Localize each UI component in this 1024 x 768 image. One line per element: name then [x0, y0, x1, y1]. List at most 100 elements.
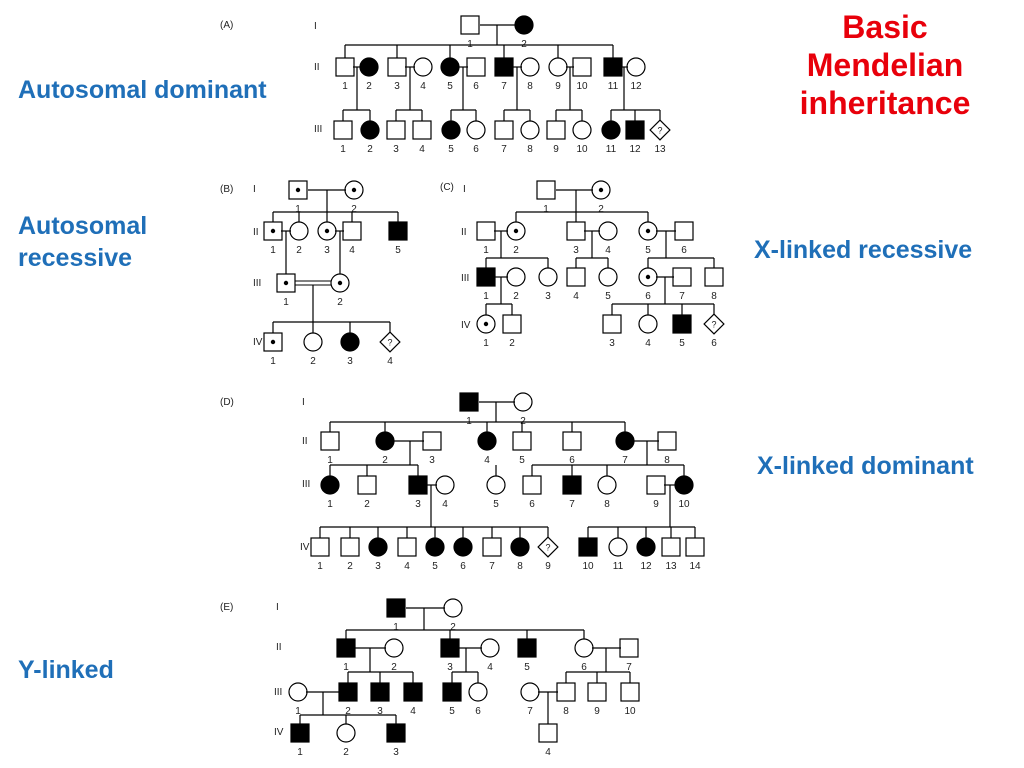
individual-number: 2 — [351, 204, 357, 215]
affected-male-symbol — [440, 638, 460, 658]
generation-label: III — [253, 278, 261, 289]
female-symbol — [572, 120, 592, 140]
female-symbol — [288, 682, 308, 702]
generation-label: III — [302, 479, 310, 490]
generation-label: IV — [253, 337, 263, 348]
female-symbol — [574, 638, 594, 658]
individual-number: 4 — [442, 499, 448, 510]
affected-male-symbol — [290, 723, 310, 743]
carrier-dot — [295, 187, 301, 193]
male-symbol — [556, 682, 576, 702]
male-symbol — [320, 431, 340, 451]
generation-label: II — [461, 227, 467, 238]
individual-number: 6 — [460, 561, 466, 572]
female-symbol — [289, 221, 309, 241]
generation-label: I — [276, 602, 279, 613]
individual-number: 1 — [327, 455, 333, 466]
affected-female-symbol — [340, 332, 360, 352]
individual-number: 3 — [447, 662, 453, 673]
unknown-sex-mark: ? — [711, 320, 716, 330]
unknown-sex-symbol — [537, 536, 559, 558]
affected-female-symbol — [477, 431, 497, 451]
label-y-linked: Y-linked — [18, 656, 114, 684]
individual-number: 3 — [393, 747, 399, 758]
individual-number: 8 — [517, 561, 523, 572]
individual-number: 5 — [519, 455, 525, 466]
individual-number: 1 — [340, 144, 346, 155]
individual-number: 9 — [545, 561, 551, 572]
individual-number: 3 — [545, 291, 551, 302]
male-symbol — [619, 638, 639, 658]
individual-number: 2 — [598, 204, 604, 215]
individual-number: 1 — [342, 81, 348, 92]
male-symbol — [538, 723, 558, 743]
carrier-dot — [598, 187, 604, 193]
male-symbol — [482, 537, 502, 557]
individual-number: 11 — [606, 144, 617, 155]
female-symbol — [520, 120, 540, 140]
individual-number: 4 — [410, 706, 416, 717]
affected-male-symbol — [672, 314, 692, 334]
individual-number: 7 — [622, 455, 628, 466]
male-symbol — [494, 120, 514, 140]
individual-number: 3 — [347, 356, 353, 367]
individual-number: 6 — [473, 144, 479, 155]
male-symbol — [672, 267, 692, 287]
male-symbol — [397, 537, 417, 557]
individual-number: 4 — [545, 747, 551, 758]
individual-number: 10 — [678, 499, 690, 510]
female-symbol — [598, 221, 618, 241]
individual-number: 2 — [347, 561, 353, 572]
individual-number: 14 — [689, 561, 701, 572]
individual-number: 1 — [543, 204, 549, 215]
female-symbol — [443, 598, 463, 618]
affected-male-symbol — [442, 682, 462, 702]
male-symbol — [546, 120, 566, 140]
affected-male-symbol — [625, 120, 645, 140]
individual-number: 5 — [679, 338, 685, 349]
individual-number: 1 — [270, 356, 276, 367]
individual-number: 6 — [475, 706, 481, 717]
unknown-sex-mark: ? — [545, 543, 550, 553]
label-autosomal-recessive-line1: Autosomal — [18, 212, 148, 240]
male-symbol — [657, 431, 677, 451]
individual-number: 1 — [483, 291, 489, 302]
generation-label: I — [463, 184, 466, 195]
unknown-sex-symbol — [703, 313, 725, 335]
female-symbol — [626, 57, 646, 77]
individual-number: 8 — [527, 81, 533, 92]
male-symbol — [340, 537, 360, 557]
individual-number: 4 — [573, 291, 579, 302]
female-symbol — [597, 475, 617, 495]
unknown-sex-mark: ? — [387, 338, 392, 348]
individual-number: 1 — [327, 499, 333, 510]
generation-label: III — [461, 273, 469, 284]
individual-number: 1 — [343, 662, 349, 673]
affected-male-symbol — [403, 682, 423, 702]
individual-number: 3 — [609, 338, 615, 349]
generation-label: I — [314, 21, 317, 32]
individual-number: 11 — [613, 561, 624, 572]
female-symbol — [413, 57, 433, 77]
generation-label: IV — [300, 542, 310, 553]
individual-number: 12 — [630, 81, 642, 92]
panel-tag-c: (C) — [440, 182, 454, 193]
affected-female-symbol — [601, 120, 621, 140]
affected-male-symbol — [578, 537, 598, 557]
male-symbol — [566, 221, 586, 241]
individual-number: 4 — [420, 81, 426, 92]
label-x-linked-recessive: X-linked recessive — [754, 236, 973, 264]
affected-male-symbol — [408, 475, 428, 495]
individual-number: 5 — [524, 662, 530, 673]
individual-number: 5 — [493, 499, 499, 510]
individual-number: 9 — [594, 706, 600, 717]
individual-number: 2 — [450, 622, 456, 633]
female-symbol — [336, 723, 356, 743]
label-x-linked-dominant: X-linked dominant — [757, 452, 974, 480]
individual-number: 1 — [317, 561, 323, 572]
individual-number: 8 — [527, 144, 533, 155]
carrier-dot — [483, 321, 489, 327]
affected-female-symbol — [674, 475, 694, 495]
male-symbol — [412, 120, 432, 140]
